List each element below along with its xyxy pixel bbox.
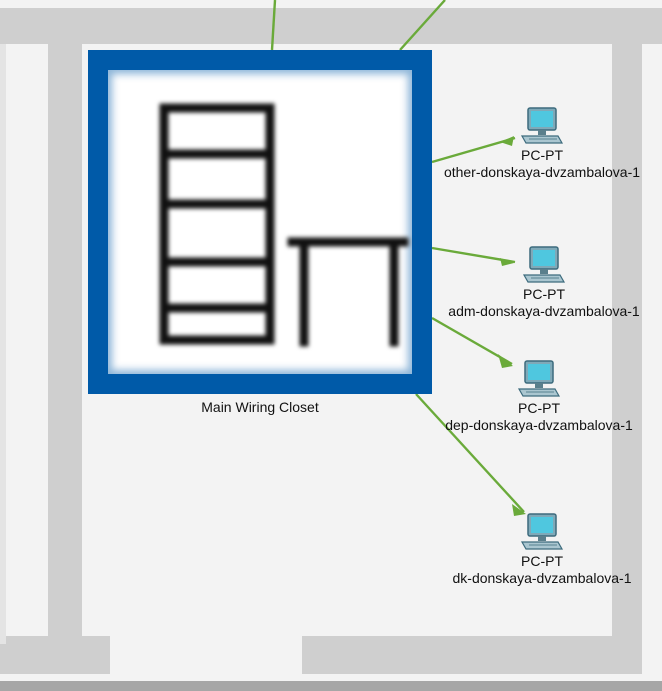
link-end-adm bbox=[500, 258, 514, 266]
link-uplink-2 bbox=[399, 0, 446, 51]
desktop-pc-icon bbox=[517, 360, 561, 397]
closet-inner bbox=[108, 70, 412, 374]
link-uplink-1 bbox=[270, 0, 277, 51]
pc-name-label: dep-donskaya-dvzambalova-1 bbox=[445, 417, 633, 433]
scroll-edge bbox=[0, 681, 662, 691]
rack-and-table-icon bbox=[159, 103, 409, 347]
desktop-pc-icon bbox=[522, 246, 566, 283]
pc-adm[interactable]: PC-PT adm-donskaya-dvzambalova-1 bbox=[429, 245, 659, 320]
pc-name-label: dk-donskaya-dvzambalova-1 bbox=[452, 570, 632, 586]
pc-dep[interactable]: PC-PT dep-donskaya-dvzambalova-1 bbox=[424, 359, 654, 434]
link-closet-dep bbox=[431, 316, 513, 366]
pc-name-label: other-donskaya-dvzambalova-1 bbox=[443, 164, 641, 180]
pc-type-label: PC-PT bbox=[521, 553, 563, 569]
pc-type-label: PC-PT bbox=[523, 286, 565, 302]
pc-type-label: PC-PT bbox=[518, 400, 560, 416]
desktop-pc-icon bbox=[520, 513, 564, 550]
wall-left-edge bbox=[0, 44, 6, 644]
wall-left-column bbox=[48, 44, 82, 644]
closet-label: Main Wiring Closet bbox=[201, 399, 319, 415]
pc-dk[interactable]: PC-PT dk-donskaya-dvzambalova-1 bbox=[427, 512, 657, 587]
link-end-other bbox=[500, 136, 514, 146]
main-wiring-closet[interactable] bbox=[88, 50, 432, 394]
wall-right-column bbox=[612, 44, 642, 674]
wall-left-base bbox=[0, 636, 110, 674]
pc-name-label: adm-donskaya-dvzambalova-1 bbox=[448, 303, 640, 319]
pc-type-label: PC-PT bbox=[521, 147, 563, 163]
desktop-pc-icon bbox=[520, 107, 564, 144]
wall-bottom-right bbox=[302, 636, 642, 674]
pc-other[interactable]: PC-PT other-donskaya-dvzambalova-1 bbox=[427, 106, 657, 181]
wall-top bbox=[0, 8, 662, 44]
link-closet-dk bbox=[415, 393, 525, 513]
link-end-dep bbox=[498, 354, 513, 368]
link-end-dk bbox=[512, 504, 526, 516]
